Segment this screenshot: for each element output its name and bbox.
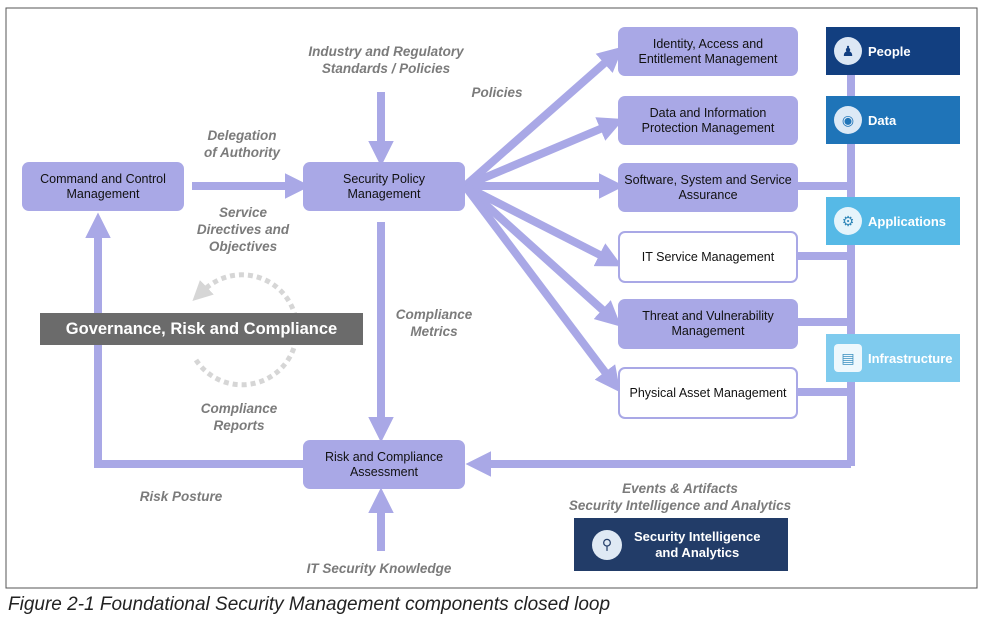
category-data: ◉ Data bbox=[826, 96, 960, 144]
node-it-service: IT Service Management bbox=[618, 231, 798, 283]
database-icon: ◉ bbox=[834, 106, 862, 134]
node-physical-asset: Physical Asset Management bbox=[618, 367, 798, 419]
governance-loop-icon bbox=[192, 272, 300, 388]
figure-caption: Figure 2-1 Foundational Security Managem… bbox=[8, 594, 611, 615]
arrow-to-data bbox=[463, 117, 624, 190]
label-it-security-knowledge: IT Security Knowledge bbox=[306, 561, 452, 576]
governance-banner: Governance, Risk and Compliance bbox=[40, 313, 363, 345]
category-applications: ⚙ Applications bbox=[826, 197, 960, 245]
arrow-to-identity bbox=[462, 46, 624, 190]
category-infrastructure: ▤ Infrastructure bbox=[826, 334, 960, 382]
gears-icon: ⚙ bbox=[834, 207, 862, 235]
person-icon: ♟ bbox=[834, 37, 862, 65]
category-applications-label: Applications bbox=[868, 213, 947, 229]
node-data-protection: Data and Information Protection Manageme… bbox=[618, 96, 798, 145]
node-risk-compliance: Risk and Compliance Assessment bbox=[303, 440, 465, 489]
category-data-label: Data bbox=[868, 112, 897, 128]
node-threat-vulnerability: Threat and Vulnerability Management bbox=[618, 299, 798, 349]
category-infrastructure-label: Infrastructure bbox=[868, 350, 953, 366]
category-people-label: People bbox=[868, 43, 911, 59]
category-people: ♟ People bbox=[826, 27, 960, 75]
node-software-system: Software, System and Service Assurance bbox=[618, 163, 798, 212]
node-security-policy: Security Policy Management bbox=[303, 162, 465, 211]
label-risk-posture: Risk Posture bbox=[139, 489, 223, 504]
arrow-to-it-service bbox=[463, 182, 623, 267]
servers-icon: ▤ bbox=[834, 344, 862, 372]
node-identity-access: Identity, Access and Entitlement Managem… bbox=[618, 27, 798, 76]
arrow-risk-posture bbox=[85, 212, 303, 468]
node-command-control: Command and Control Management bbox=[22, 162, 184, 211]
magnifier-icon: ⚲ bbox=[592, 529, 622, 560]
label-policies: Policies bbox=[471, 85, 523, 100]
figure-frame bbox=[5, 7, 978, 589]
arrow-to-threat bbox=[462, 183, 622, 327]
arrow-to-physical bbox=[461, 183, 621, 393]
